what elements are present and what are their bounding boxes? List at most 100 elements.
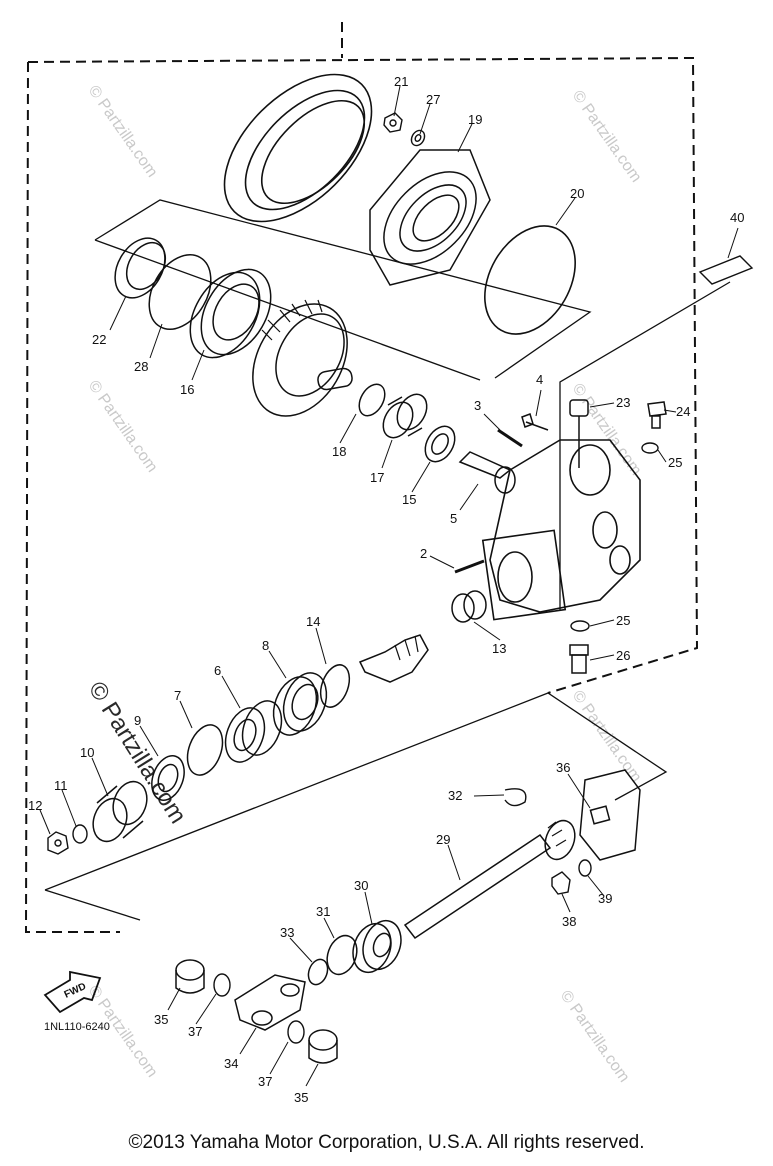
bolt <box>521 413 549 431</box>
ring-gear <box>252 299 353 417</box>
joint-bearing-cup-lower <box>308 1029 338 1064</box>
watermark: © Partzilla.com <box>557 988 633 1086</box>
shim-plate <box>698 255 754 285</box>
oil-seal <box>114 237 167 299</box>
callout-35-lower: 35 <box>294 1090 308 1105</box>
seal-ring <box>223 73 373 223</box>
ball-bearing <box>189 268 272 359</box>
watermark: © Partzilla.com <box>569 688 645 786</box>
drive-pinion-gear <box>358 634 429 683</box>
callout-32: 32 <box>448 788 462 803</box>
callout-labels: 21 27 19 20 40 22 28 16 4 23 24 3 25 18 … <box>28 74 744 1105</box>
callout-20: 20 <box>570 186 584 201</box>
leader-lines <box>39 85 739 1087</box>
callout-25-lower: 25 <box>616 613 630 628</box>
collar <box>382 393 428 439</box>
callout-27: 27 <box>426 92 440 107</box>
pinion-bearing <box>272 672 328 736</box>
callout-29: 29 <box>436 832 450 847</box>
watermark: © Partzilla.com <box>85 378 161 476</box>
housing-bearing <box>451 590 487 623</box>
shaft-circlip <box>307 958 329 986</box>
callout-26: 26 <box>616 648 630 663</box>
stud <box>497 428 523 448</box>
callout-7: 7 <box>174 688 181 703</box>
callout-10: 10 <box>80 745 94 760</box>
callout-12: 12 <box>28 798 42 813</box>
callout-4: 4 <box>536 372 543 387</box>
watermark: © Partzilla.com <box>85 83 161 181</box>
callout-15: 15 <box>402 492 416 507</box>
callout-34: 34 <box>224 1056 238 1071</box>
callout-3: 3 <box>474 398 481 413</box>
watermark: © Partzilla.com <box>569 381 645 479</box>
drain-plug <box>569 644 589 674</box>
coupling-gear <box>92 780 148 843</box>
callout-11: 11 <box>54 778 68 793</box>
pinion-oil-seal <box>151 755 185 801</box>
watermark: © Partzilla.com <box>569 88 645 186</box>
cover-washer <box>578 859 592 877</box>
final-drive-housing <box>481 439 641 621</box>
callout-24: 24 <box>676 404 690 419</box>
callout-35-upper: 35 <box>154 1012 168 1027</box>
callout-19: 19 <box>468 112 482 127</box>
callout-31: 31 <box>316 904 330 919</box>
callout-39: 39 <box>598 891 612 906</box>
needle-bearing <box>424 425 456 463</box>
assembly-boundary <box>24 22 699 933</box>
drive-cover <box>579 769 641 861</box>
copyright-notice: ©2013 Yamaha Motor Corporation, U.S.A. A… <box>128 1132 645 1153</box>
callout-16: 16 <box>180 382 194 397</box>
callout-8: 8 <box>262 638 269 653</box>
shaft-bearing <box>352 919 402 974</box>
callout-37-upper: 37 <box>188 1024 202 1039</box>
callout-38: 38 <box>562 914 576 929</box>
o-ring <box>484 225 576 335</box>
callout-30: 30 <box>354 878 368 893</box>
plug-bolt <box>569 399 589 468</box>
subgroup-outlines <box>44 199 731 921</box>
callout-22: 22 <box>92 332 106 347</box>
cover-nut <box>551 871 571 895</box>
callout-40: 40 <box>730 210 744 225</box>
callout-18: 18 <box>332 444 346 459</box>
gasket-upper <box>641 442 659 454</box>
pinion-o-ring <box>186 724 224 776</box>
breather-bolt <box>647 401 667 429</box>
pinion-shim <box>319 664 351 708</box>
joint-circlip-upper <box>213 973 231 997</box>
gasket-lower <box>570 620 590 632</box>
callout-17: 17 <box>370 470 384 485</box>
universal-joint-yoke <box>234 974 306 1031</box>
callout-23: 23 <box>616 395 630 410</box>
bearing-housing-cover <box>369 149 491 286</box>
callout-6: 6 <box>214 663 221 678</box>
callout-33: 33 <box>280 925 294 940</box>
callout-13: 13 <box>492 641 506 656</box>
callout-25-upper: 25 <box>668 455 682 470</box>
callout-21: 21 <box>394 74 408 89</box>
spring-clip <box>504 788 527 807</box>
exploded-parts-diagram: © Partzilla.com © Partzilla.com © Partzi… <box>24 22 754 1105</box>
diagram-part-code: 1NL110-6240 <box>44 1021 110 1033</box>
coupling-nut <box>47 831 69 855</box>
coupling-washer <box>72 824 88 844</box>
joint-bearing-cup-upper <box>175 959 205 994</box>
callout-9: 9 <box>134 713 141 728</box>
circlip <box>148 254 212 330</box>
pinion-bearing-housing <box>224 700 283 763</box>
callout-2: 2 <box>420 546 427 561</box>
nut <box>383 112 403 133</box>
callout-14: 14 <box>306 614 320 629</box>
washer <box>410 129 426 147</box>
housing-stud <box>454 559 485 574</box>
joint-circlip-lower <box>287 1020 305 1044</box>
shim <box>358 383 386 417</box>
callout-37-lower: 37 <box>258 1074 272 1089</box>
shaft-washer <box>326 934 358 976</box>
drive-shaft <box>403 819 576 940</box>
callout-5: 5 <box>450 511 457 526</box>
callout-28: 28 <box>134 359 148 374</box>
callout-36: 36 <box>556 760 570 775</box>
